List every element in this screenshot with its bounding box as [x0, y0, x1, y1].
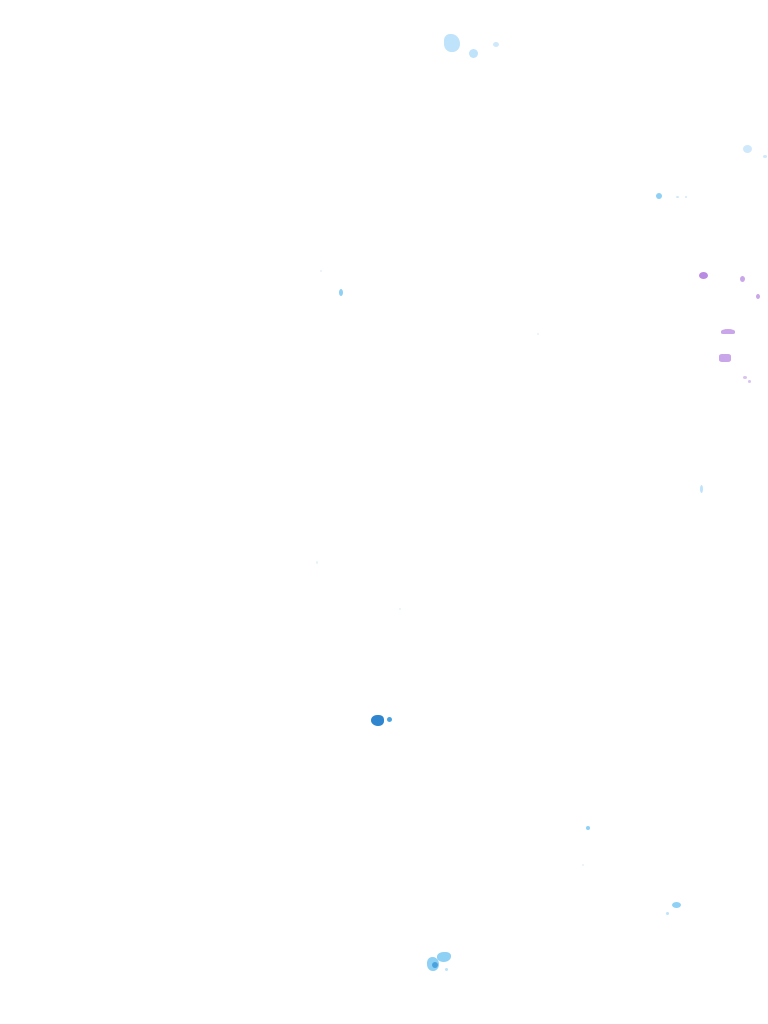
paint-speck [316, 561, 318, 564]
paint-speck [339, 289, 343, 296]
paint-speck [399, 608, 401, 610]
paint-speck [537, 333, 539, 335]
paint-speck [676, 196, 679, 198]
paint-speck [699, 272, 708, 279]
paint-speck [437, 952, 451, 962]
paint-speck [740, 276, 745, 282]
paint-speck [763, 155, 767, 158]
paint-speck [756, 294, 760, 299]
paint-speck [493, 42, 499, 47]
paint-speck [320, 270, 322, 272]
paint-speck [582, 864, 584, 866]
paint-speck [685, 196, 687, 198]
paint-speck [743, 376, 747, 379]
paint-speck [656, 193, 662, 199]
paint-speck [672, 902, 681, 908]
paint-speck [432, 962, 438, 968]
paint-speck [743, 145, 752, 153]
paint-speck [586, 826, 590, 830]
paint-speck [445, 968, 448, 971]
paint-speck [666, 912, 669, 915]
paint-speck [387, 717, 392, 722]
paint-speck [444, 34, 460, 52]
paint-speck [700, 485, 703, 493]
paint-speck [469, 49, 478, 58]
paint-speck [719, 354, 731, 362]
paint-speck [371, 715, 384, 726]
paint-speck [748, 380, 751, 383]
paint-speck [721, 329, 735, 334]
